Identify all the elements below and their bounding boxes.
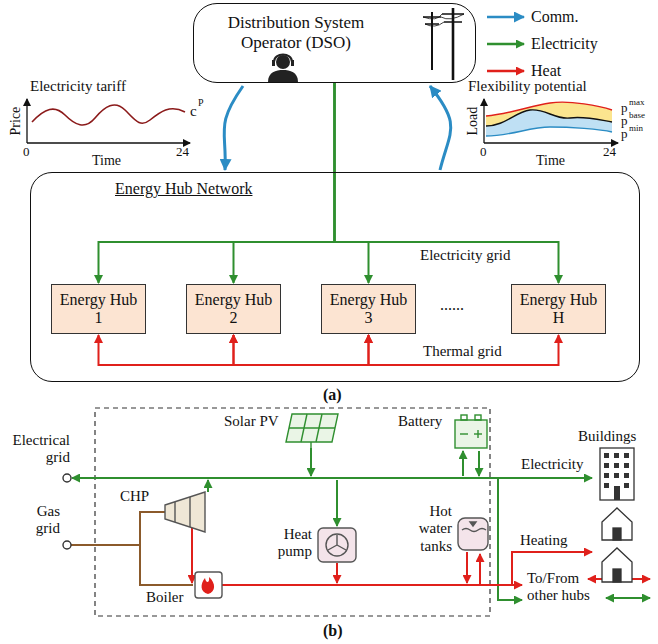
axis-label: Price (8, 107, 24, 136)
boiler (195, 572, 222, 598)
axis-label: Load (465, 107, 481, 136)
flow-connector (335, 83, 559, 283)
axis-tick: 0 (480, 145, 487, 160)
chart-title: Electricity tariff (30, 78, 126, 95)
chart-title: Flexibility potential (468, 78, 587, 95)
component-label: Heat pump (262, 526, 312, 561)
hub-label: Energy Hub 2 (194, 291, 274, 328)
operator-label: Distribution System Operator (DSO) (216, 13, 376, 52)
legend-text: Electricity (531, 35, 598, 53)
axis-tick: 0 (23, 145, 30, 160)
axis-tick: 24 (176, 145, 189, 160)
grid-terminals (63, 474, 71, 549)
flow-connector (430, 86, 451, 170)
legend-text: Comm. (531, 8, 579, 26)
axis-tick: 24 (603, 145, 616, 160)
heat-wires (192, 528, 650, 585)
hub-box: Energy Hub 1 (51, 284, 146, 334)
flow-connector (369, 335, 559, 365)
bus-label: Thermal grid (423, 343, 502, 360)
source-label: Gas grid (20, 503, 60, 538)
component-label: Solar PV (224, 413, 279, 430)
battery (455, 415, 487, 448)
panel-label: (a) (323, 386, 342, 404)
component-label: Hot water tanks (396, 503, 452, 555)
operator-box: Distribution System Operator (DSO) (193, 3, 476, 83)
series-superscript: min (629, 124, 643, 133)
series-symbol: c (190, 103, 197, 120)
solar-panel (286, 414, 338, 448)
bus-label: Electricity grid (420, 247, 510, 264)
buildings-icon (600, 448, 634, 582)
flexibility-chart (484, 99, 618, 143)
axis-label: Time (536, 153, 565, 169)
flow-connector (99, 83, 335, 283)
source-label: Electrical grid (4, 432, 70, 467)
series-symbol: p (621, 127, 628, 142)
panel-label: (b) (323, 622, 343, 640)
hub-box: Energy Hub H (511, 284, 606, 334)
power-poles (423, 8, 464, 80)
hub-label: Energy Hub 3 (329, 291, 409, 328)
legend-text: Heat (531, 62, 561, 80)
flow-label: Electricity (521, 456, 583, 473)
network-title: Energy Hub Network (115, 180, 252, 198)
legend-samples (487, 17, 524, 71)
hot-water-tank (458, 518, 488, 550)
hub-label: Energy Hub 1 (59, 291, 139, 328)
ellipsis: ...... (440, 296, 464, 314)
flow-connector (234, 335, 369, 365)
series-superscript: base (629, 111, 645, 120)
gas-wires (71, 512, 193, 585)
hub-label: Energy Hub H (519, 291, 599, 328)
load-label: Buildings (578, 428, 636, 445)
axis-label: Time (92, 153, 121, 169)
series-superscript: max (629, 98, 645, 107)
component-label: CHP (120, 488, 149, 505)
heat-pump (318, 528, 356, 562)
flow-label: Heating (520, 532, 567, 549)
hub-box: Energy Hub 3 (321, 284, 416, 334)
network-box: Energy Hub NetworkEnergy Hub 1 Energy Hub… (30, 172, 640, 382)
series-superscript: P (198, 98, 204, 108)
flow-label: To/From other hubs (527, 570, 607, 605)
operator-icon (268, 55, 298, 83)
component-label: Boiler (146, 589, 184, 606)
hub-box: Energy Hub 2 (186, 284, 281, 334)
tariff-chart (27, 99, 190, 143)
flow-connector (99, 335, 234, 365)
component-label: Battery (398, 413, 442, 430)
flow-connector (224, 86, 243, 170)
flow-connector (335, 83, 369, 283)
chp-turbine (165, 492, 205, 532)
